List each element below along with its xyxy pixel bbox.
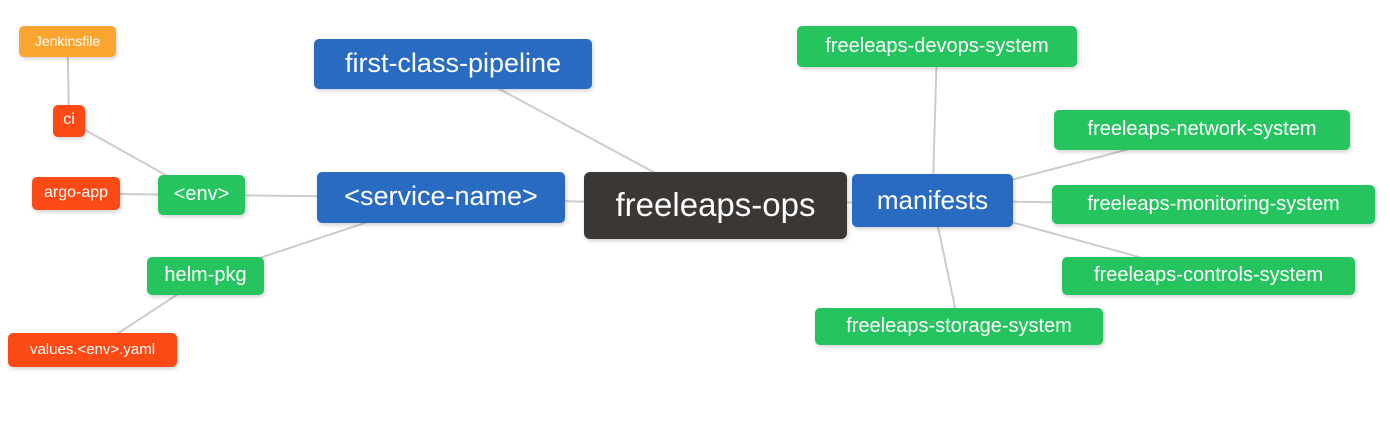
mindmap-node-storage-system[interactable]: freeleaps-storage-system (815, 308, 1103, 345)
mindmap-node-argo-app[interactable]: argo-app (32, 177, 120, 210)
mindmap-node-jenkinsfile[interactable]: Jenkinsfile (19, 26, 116, 57)
mindmap-node-helm-pkg[interactable]: helm-pkg (147, 257, 264, 295)
mindmap-node-ci[interactable]: ci (53, 105, 85, 137)
mindmap-node-first-class-pipeline[interactable]: first-class-pipeline (314, 39, 592, 89)
mindmap-node-manifests[interactable]: manifests (852, 174, 1013, 227)
mindmap-node-devops-system[interactable]: freeleaps-devops-system (797, 26, 1077, 67)
mindmap-node-service-name[interactable]: <service-name> (317, 172, 565, 223)
mindmap-node-controls-system[interactable]: freeleaps-controls-system (1062, 257, 1355, 295)
mindmap-node-env[interactable]: <env> (158, 175, 245, 215)
mindmap-node-values-env-yaml[interactable]: values.<env>.yaml (8, 333, 177, 367)
mindmap-node-freeleaps-ops[interactable]: freeleaps-ops (584, 172, 847, 239)
mindmap-node-monitoring-system[interactable]: freeleaps-monitoring-system (1052, 185, 1375, 224)
mindmap-node-network-system[interactable]: freeleaps-network-system (1054, 110, 1350, 150)
